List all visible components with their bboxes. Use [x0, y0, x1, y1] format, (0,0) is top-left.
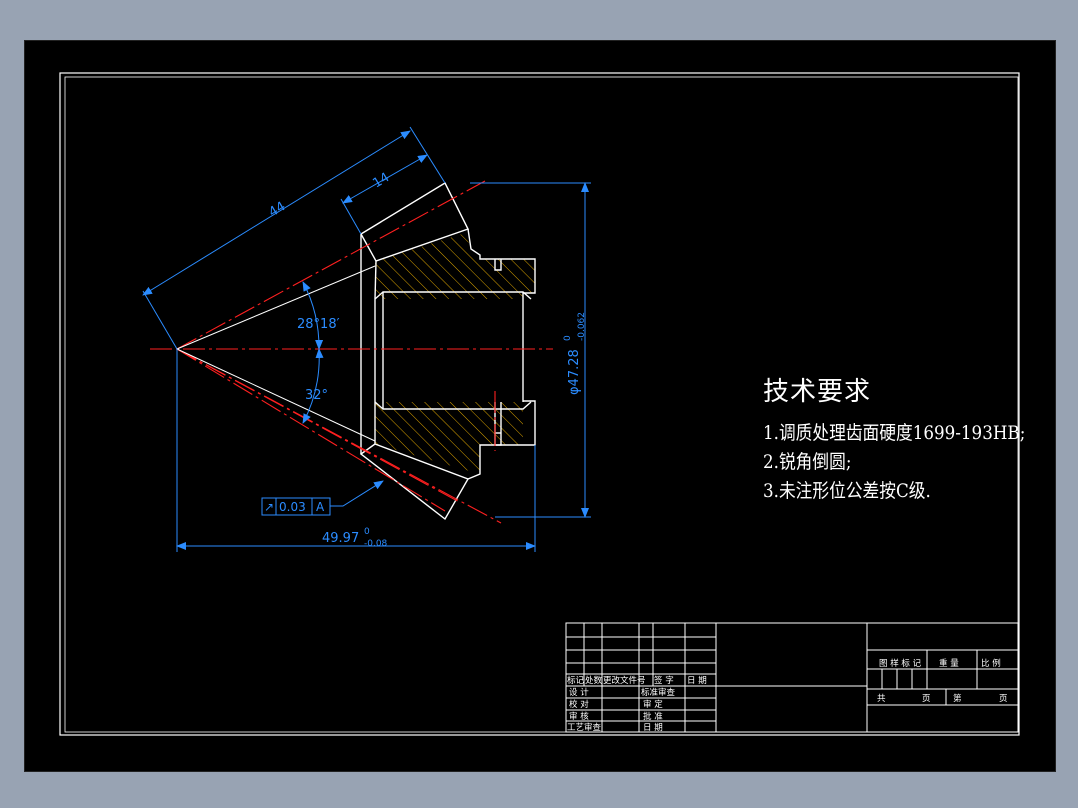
- tb-std-review: 标准审查: [641, 687, 676, 698]
- dim-diameter-upper: 0: [563, 335, 573, 341]
- drawing-sheet: 44 14 28°18′ 32° φ47.28 0 -0.062 49.97 0…: [24, 40, 1056, 772]
- dimension-lines: [142, 126, 591, 552]
- tb-rev-sign: 签 字: [654, 675, 674, 686]
- tb-date: 日 期: [643, 723, 663, 733]
- dim-length-lower: -0.08: [364, 539, 388, 549]
- dim-length: 49.97: [322, 531, 359, 546]
- tolerance-frame: ↗ 0.03 A: [261, 497, 331, 516]
- dim-diameter: φ47.28: [567, 349, 582, 395]
- technical-requirements: 技术要求 1.调质处理齿面硬度1699-193HB; 2.锐角倒圆; 3.未注形…: [763, 375, 1061, 506]
- title-block: [565, 622, 1019, 733]
- tb-approve: 批 准: [643, 711, 663, 722]
- tech-line-3: 3.未注形位公差按C级.: [763, 480, 931, 502]
- tb-drawing-mark: 图 样 标 记: [879, 658, 922, 669]
- tb-weight: 重 量: [939, 658, 959, 669]
- inner-frame: [64, 76, 1019, 733]
- tb-design: 设 计: [569, 687, 589, 698]
- tb-pages: 页: [922, 694, 931, 704]
- dim-diameter-lower: -0.062: [577, 312, 587, 341]
- tb-rev-mark: 标记: [567, 675, 585, 686]
- tb-rev-date: 日 期: [687, 676, 707, 686]
- tech-line-1: 1.调质处理齿面硬度1699-193HB;: [763, 422, 1026, 444]
- tb-approve-final: 审 定: [643, 699, 663, 710]
- cone-lines: [176, 265, 376, 442]
- tolerance-symbol: ↗: [264, 500, 274, 514]
- tb-check: 校 对: [569, 699, 589, 710]
- tolerance-datum: A: [316, 500, 325, 514]
- tb-page: 页: [999, 694, 1008, 704]
- hatch-sections: [375, 233, 535, 474]
- dim-angle-top: 28°18′: [297, 317, 340, 332]
- tech-title: 技术要求: [763, 377, 872, 407]
- dim-angle-bottom: 32°: [305, 388, 328, 403]
- dim-length-upper: 0: [364, 527, 370, 537]
- tb-review: 审 核: [569, 711, 589, 722]
- gear-outline: [359, 182, 536, 521]
- tb-rev-doc: 更改文件号: [603, 675, 646, 686]
- cad-drawing: 44 14 28°18′ 32° φ47.28 0 -0.062 49.97 0…: [59, 72, 1020, 736]
- tb-process: 工艺审查: [567, 722, 602, 733]
- dim-cone-distance: 44: [266, 199, 288, 220]
- tb-rev-count: 处数: [585, 675, 603, 686]
- tolerance-value: 0.03: [279, 500, 306, 514]
- outer-frame: [59, 72, 1020, 736]
- centerlines: [150, 180, 553, 524]
- tech-line-2: 2.锐角倒圆;: [763, 451, 852, 473]
- tb-total: 共: [877, 694, 886, 704]
- tb-sheet-no: 第: [953, 693, 962, 704]
- tb-scale: 比 例: [981, 658, 1001, 669]
- dim-face-width: 14: [370, 170, 392, 191]
